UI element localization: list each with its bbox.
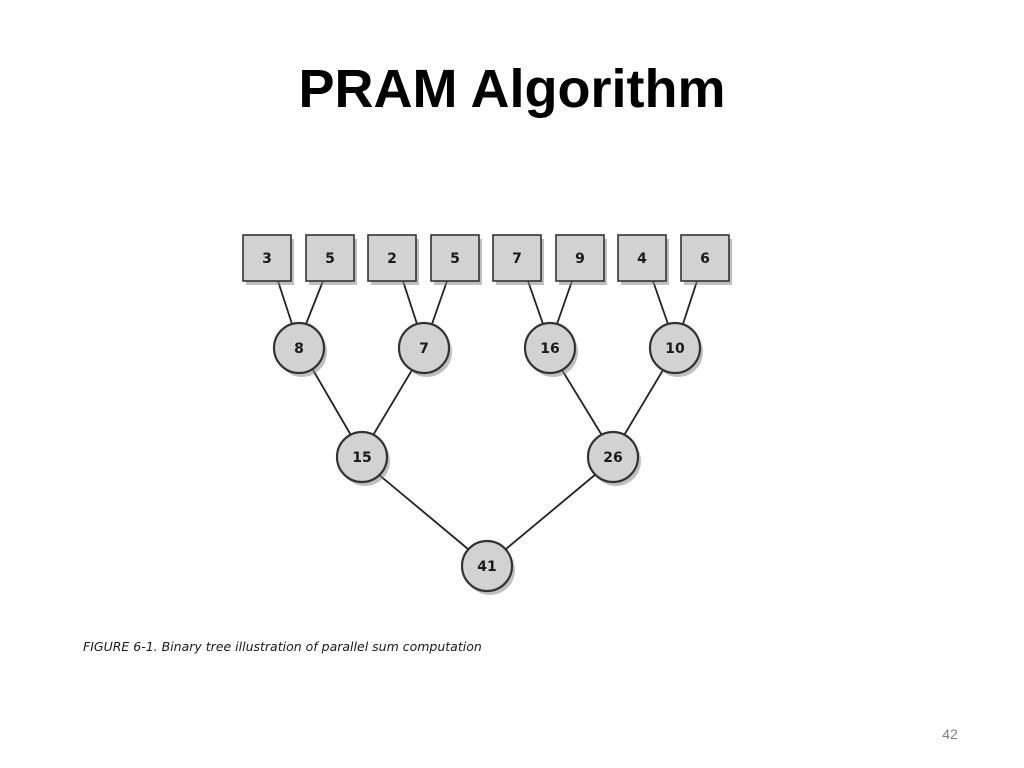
leaf-value: 7 xyxy=(512,251,522,267)
level1-nodes: 8 7 16 10 xyxy=(272,321,703,377)
edge-leaf2-l1n1 xyxy=(402,280,418,325)
root-value: 41 xyxy=(477,559,496,575)
tree-node: 8 xyxy=(272,321,327,377)
leaf-value: 6 xyxy=(700,251,710,267)
leaf-node: 3 xyxy=(242,234,294,285)
node-value: 26 xyxy=(603,450,622,466)
leaf-value: 5 xyxy=(450,251,460,267)
tree-node: 26 xyxy=(586,430,641,486)
leaf-node: 7 xyxy=(492,234,544,285)
page-number: 42 xyxy=(942,726,958,742)
edge-leaf6-l1n3 xyxy=(652,280,669,325)
edge-leaf1-l1n0 xyxy=(305,280,324,325)
slide-title: PRAM Algorithm xyxy=(298,59,726,119)
leaf-value: 4 xyxy=(637,251,647,267)
edge-l1n3-l2n1 xyxy=(622,369,664,438)
leaf-node: 2 xyxy=(367,234,419,285)
leaf-node: 5 xyxy=(430,234,482,285)
edge-leaf0-l1n0 xyxy=(277,280,293,325)
leaf-value: 2 xyxy=(387,251,397,267)
edge-l1n2-l2n1 xyxy=(561,369,604,438)
edge-l1n0-l2n0 xyxy=(312,369,353,438)
edge-l1n1-l2n0 xyxy=(371,369,413,438)
tree-node: 15 xyxy=(335,430,390,486)
leaf-value: 5 xyxy=(325,251,335,267)
leaf-node: 9 xyxy=(555,234,607,285)
node-value: 16 xyxy=(540,341,559,357)
leaf-value: 9 xyxy=(575,251,585,267)
node-value: 10 xyxy=(665,341,685,357)
leaf-value: 3 xyxy=(262,251,272,267)
edge-leaf3-l1n1 xyxy=(431,280,448,325)
tree-node: 7 xyxy=(397,321,452,377)
leaf-node: 4 xyxy=(617,234,669,285)
node-value: 7 xyxy=(419,341,429,357)
leaf-node: 5 xyxy=(305,234,357,285)
edge-leaf5-l1n2 xyxy=(556,280,573,325)
node-value: 15 xyxy=(352,450,371,466)
figure-caption: FIGURE 6-1. Binary tree illustration of … xyxy=(83,639,482,654)
tree-edges xyxy=(277,280,698,550)
node-value: 8 xyxy=(294,341,304,357)
tree-node: 16 xyxy=(523,321,578,377)
leaf-node: 6 xyxy=(680,234,732,285)
edge-leaf7-l1n3 xyxy=(682,280,698,325)
level2-nodes: 15 26 xyxy=(335,430,641,486)
edge-leaf4-l1n2 xyxy=(527,280,544,325)
tree-node: 10 xyxy=(648,321,703,377)
edge-l2n0-root xyxy=(377,473,469,550)
edge-l2n1-root xyxy=(505,473,597,550)
root-node: 41 xyxy=(460,539,515,595)
leaf-nodes: 3 5 2 5 7 9 4 xyxy=(242,234,732,285)
